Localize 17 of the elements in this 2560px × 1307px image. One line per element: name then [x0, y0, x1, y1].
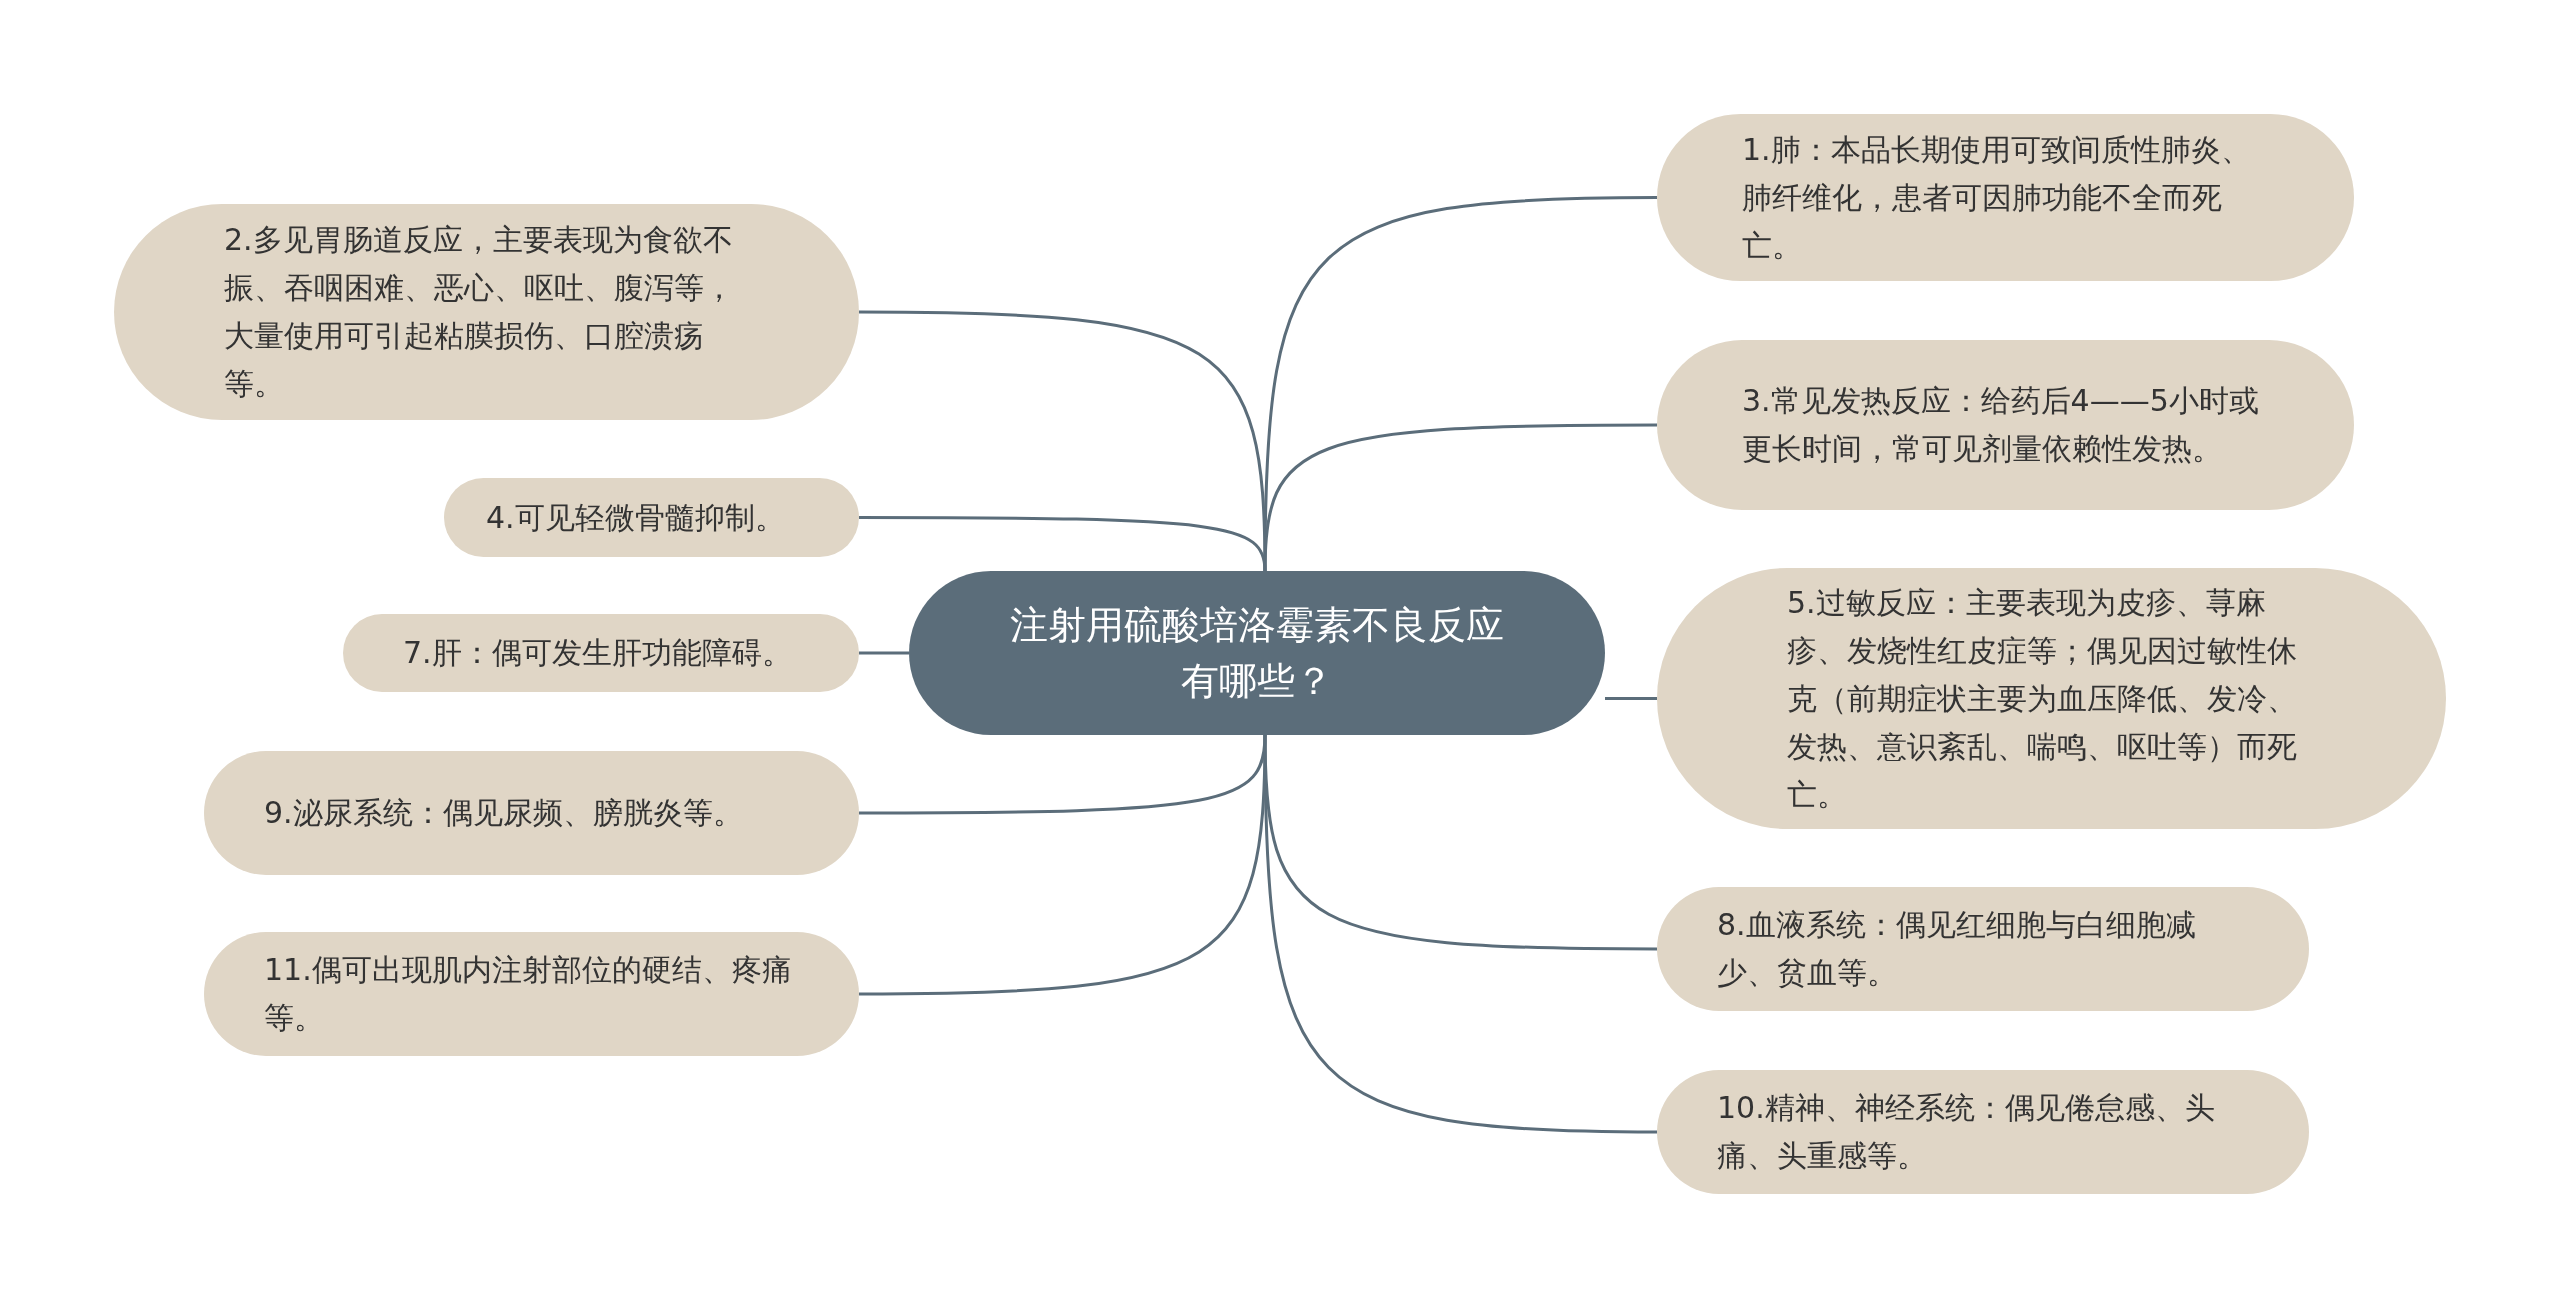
branch-box: 9.泌尿系统：偶见尿频、膀胱炎等。: [204, 751, 859, 875]
branch-box: 2.多见胃肠道反应，主要表现为食欲不振、吞咽困难、恶心、呕吐、腹泻等，大量使用可引起粘膜损伤、口腔溃疡等。: [114, 204, 859, 420]
connector-line: [859, 651, 909, 655]
branch-box: 5.过敏反应：主要表现为皮疹、荨麻疹、发烧性红皮症等；偶见因过敏性休克（前期症状主要为血压降低、发冷、发热、意识紊乱、喘鸣、呕吐等）而死亡。: [1657, 568, 2446, 829]
branch-box: 1.肺：本品长期使用可致间质性肺炎、肺纤维化，患者可因肺功能不全而死亡。: [1657, 114, 2354, 281]
connector-line: [1605, 697, 1657, 700]
topic-box: 注射用硫酸培洛霉素不良反应有哪些？: [909, 571, 1605, 735]
branch-box: 3.常见发热反应：给药后4——5小时或更长时间，常可见剂量依赖性发热。: [1657, 340, 2354, 510]
branch-box: 4.可见轻微骨髓抑制。: [444, 478, 859, 557]
connector-line: [859, 734, 1267, 996]
branch-box: 10.精神、神经系统：偶见倦怠感、头痛、头重感等。: [1657, 1070, 2309, 1194]
connector-line: [1263, 735, 1657, 1134]
connector-line: [859, 516, 1267, 572]
branch-box: 11.偶可出现肌内注射部位的硬结、疼痛等。: [204, 932, 859, 1056]
connector-line: [1263, 423, 1657, 572]
branch-box: 8.血液系统：偶见红细胞与白细胞减少、贫血等。: [1657, 887, 2309, 1011]
branch-box: 7.肝：偶可发生肝功能障碍。: [343, 614, 859, 692]
